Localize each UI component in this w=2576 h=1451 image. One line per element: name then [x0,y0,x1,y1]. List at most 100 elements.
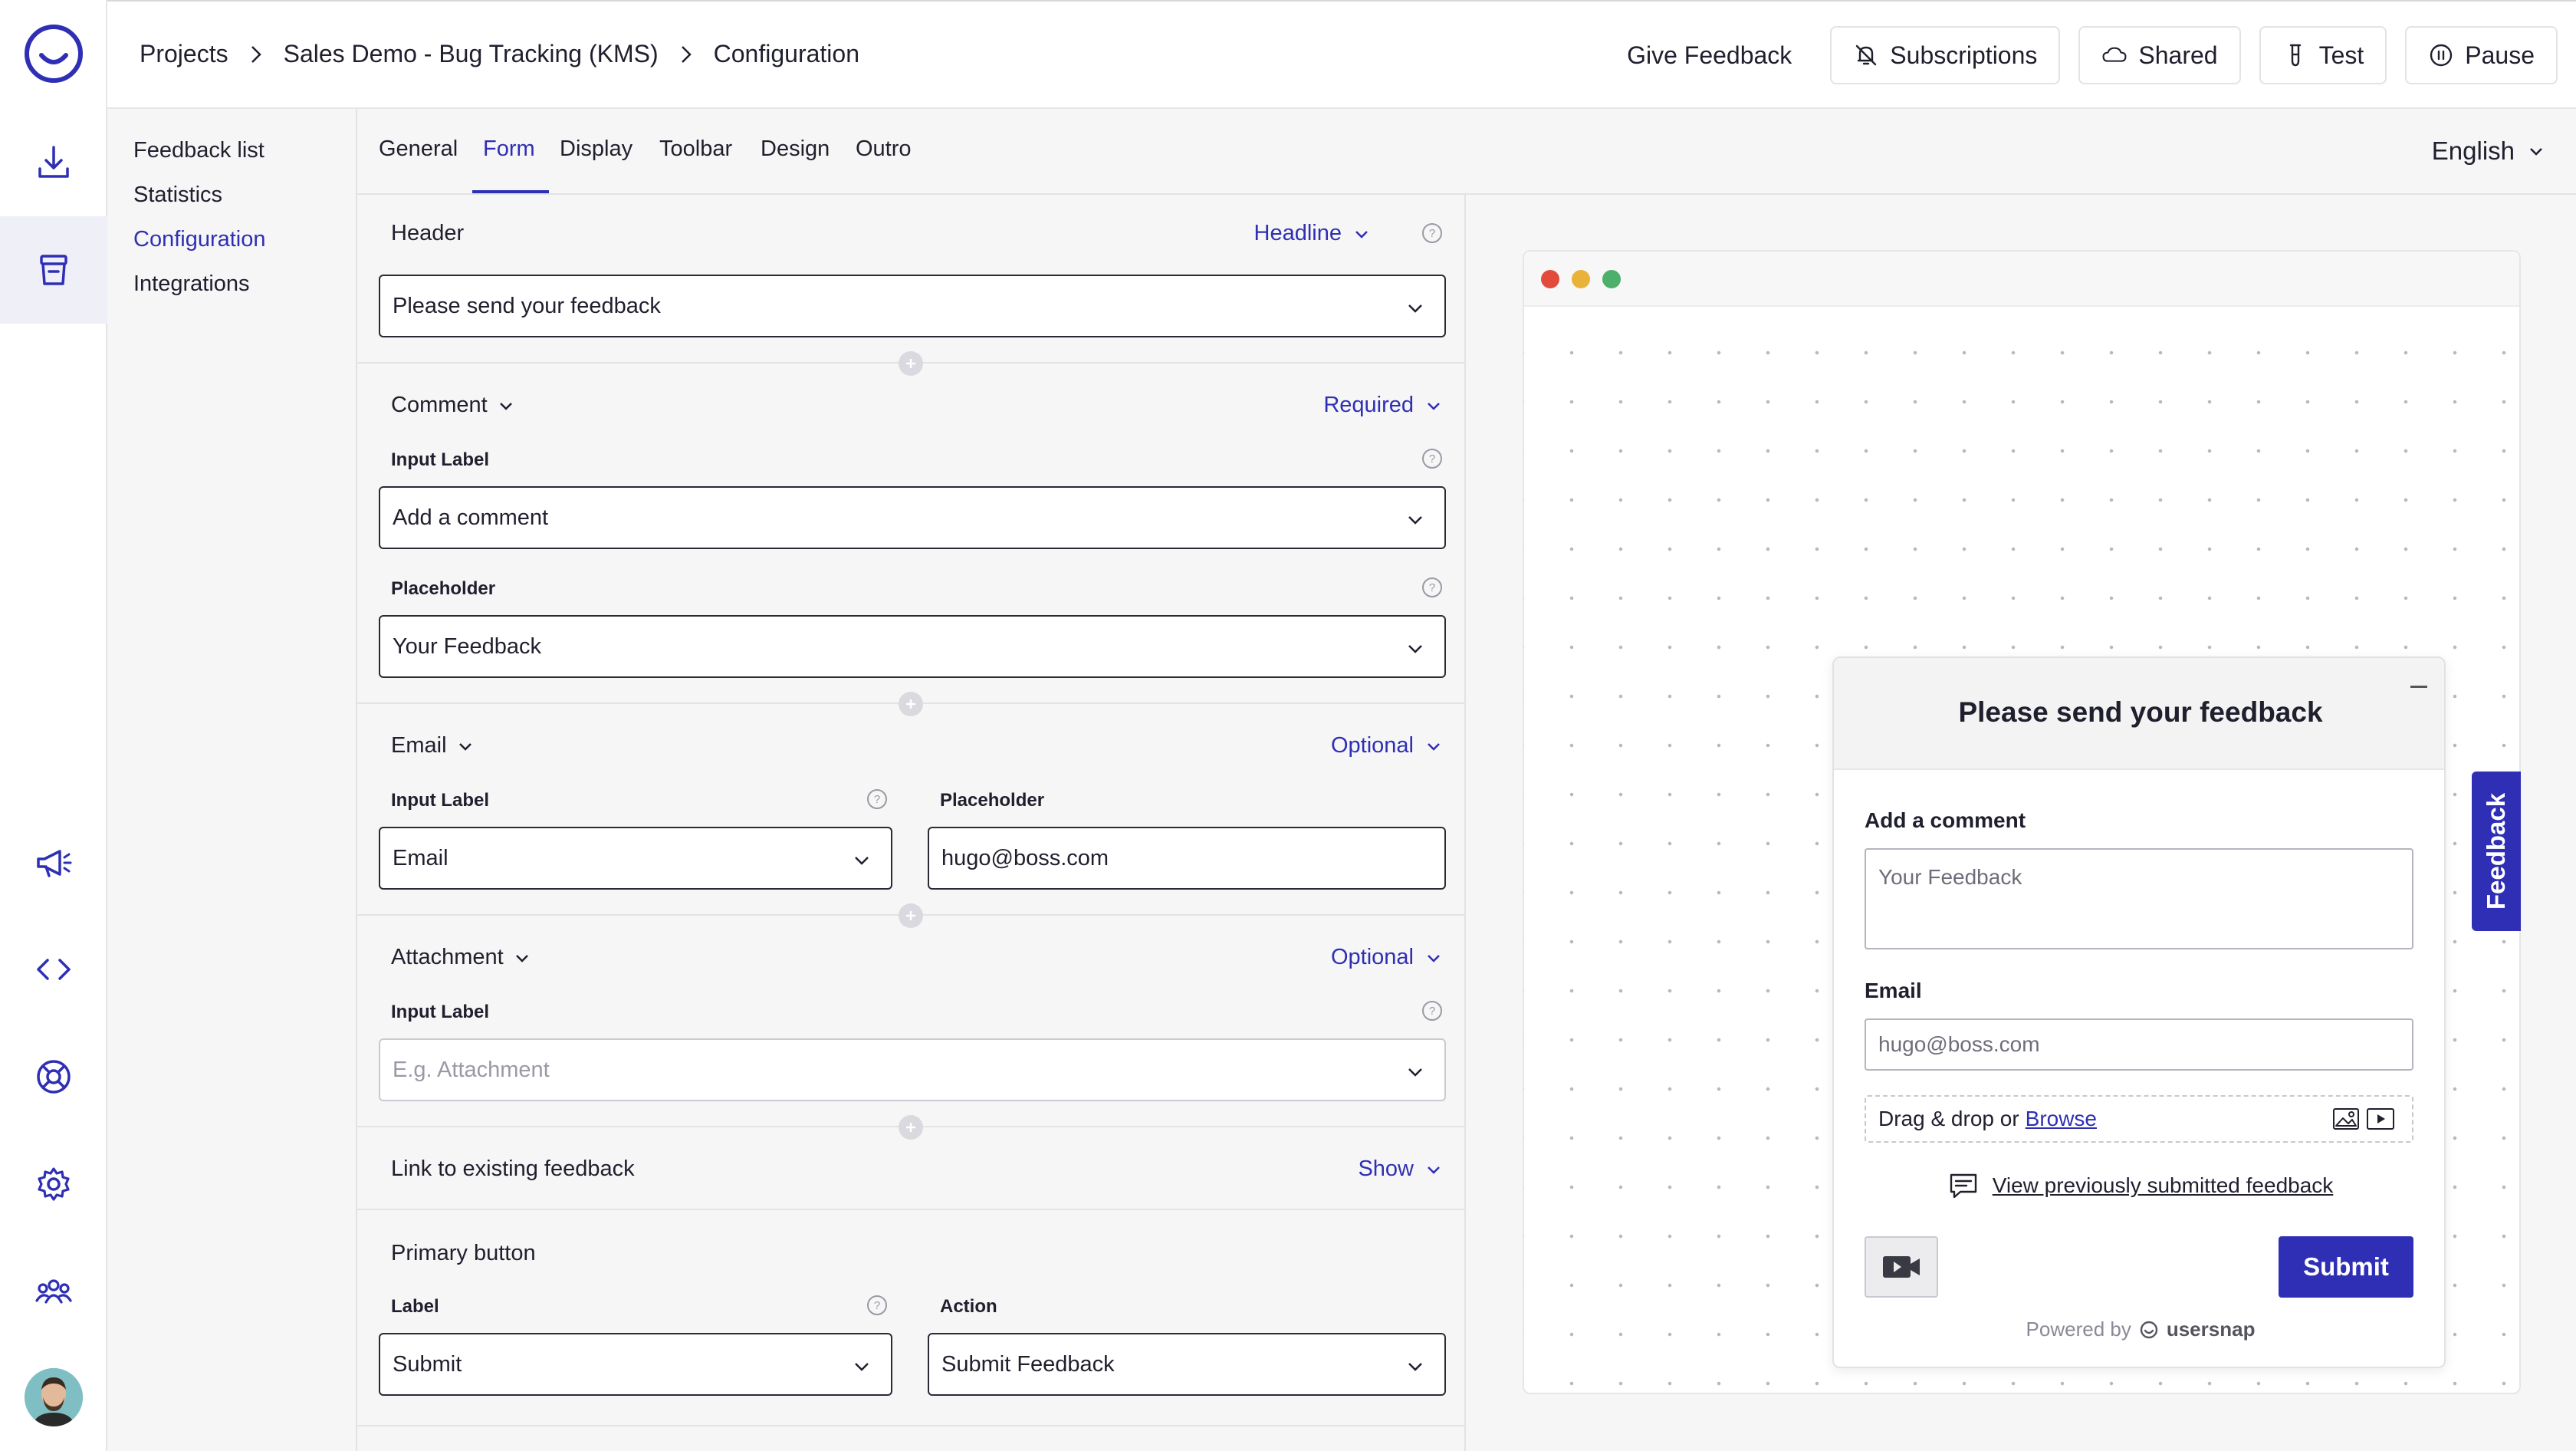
window-close-dot [1541,270,1559,288]
email-input-label-select[interactable]: Email [379,827,892,890]
widget-view-previous[interactable]: View previously submitted feedback [1834,1170,2444,1201]
subscriptions-button[interactable]: Subscriptions [1830,26,2061,84]
breadcrumb-project[interactable]: Sales Demo - Bug Tracking (KMS) [283,40,659,67]
plus-icon [906,699,915,709]
video-icon[interactable] [2366,1107,2395,1130]
comment-placeholder-select[interactable]: Your Feedback [379,615,1446,678]
plus-icon [906,1123,915,1132]
help-icon[interactable]: ? [866,1295,888,1316]
tab-display[interactable]: Display [560,137,633,161]
give-feedback-link[interactable]: Give Feedback [1627,41,1792,69]
help-icon[interactable]: ? [866,788,888,810]
app-logo-icon[interactable] [23,23,84,84]
image-icon[interactable] [2332,1107,2360,1130]
widget-comment-input[interactable]: Your Feedback [1865,848,2413,949]
svg-text:?: ? [1429,581,1435,594]
minimize-icon[interactable] [2410,686,2427,688]
attachment-mode-select[interactable]: Optional [1331,945,1443,970]
rail-announcements[interactable] [0,808,107,916]
comment-section: Comment Required Input Label ? Add a com… [357,364,1466,704]
code-icon [37,959,71,980]
tab-general[interactable]: General [379,137,458,161]
user-avatar[interactable] [25,1368,83,1426]
primary-button-label-title: Label [391,1296,439,1317]
widget-dropzone[interactable]: Drag & drop or Browse [1865,1095,2413,1143]
pause-button[interactable]: Pause [2405,26,2558,84]
comment-section-toggle[interactable]: Comment [391,393,515,418]
feedback-widget: Please send your feedback Add a comment … [1832,656,2446,1368]
chevron-right-icon [251,45,261,63]
rail-settings[interactable] [0,1130,107,1238]
link-existing-mode-select[interactable]: Show [1358,1157,1443,1182]
subnav-statistics[interactable]: Statistics [133,183,223,207]
email-section-toggle[interactable]: Email [391,733,475,758]
primary-button-action-select[interactable]: Submit Feedback [928,1333,1446,1396]
cloud-icon [2102,47,2127,62]
help-icon[interactable]: ? [1421,448,1443,469]
help-icon[interactable]: ? [1421,1000,1443,1022]
attachment-section-toggle[interactable]: Attachment [391,945,531,970]
chevron-down-icon [1355,230,1368,239]
tab-outro[interactable]: Outro [856,137,912,161]
comment-placeholder-value: Your Feedback [393,633,542,659]
tab-form[interactable]: Form [483,137,535,161]
widget-browse-link[interactable]: Browse [2025,1107,2098,1130]
gear-icon [38,1167,70,1201]
comment-input-label-select[interactable]: Add a comment [379,486,1446,549]
window-minimize-dot [1572,270,1590,288]
tab-toolbar[interactable]: Toolbar [659,137,733,161]
chevron-down-icon [1408,516,1422,525]
shared-button[interactable]: Shared [2078,26,2241,84]
rail-code[interactable] [0,916,107,1023]
header-value-select[interactable]: Please send your feedback [379,275,1446,337]
test-label: Test [2318,41,2364,69]
powered-by-text: Powered by [2026,1318,2131,1341]
test-button[interactable]: Test [2259,26,2387,84]
add-field-button[interactable] [899,692,923,716]
widget-record-video-button[interactable] [1865,1236,1938,1298]
language-select[interactable]: English [2432,137,2545,166]
email-mode-select[interactable]: Optional [1331,733,1443,758]
chevron-down-icon [2530,148,2542,156]
widget-email-input[interactable]: hugo@boss.com [1865,1018,2413,1071]
breadcrumb-projects[interactable]: Projects [140,40,228,67]
subnav-integrations[interactable]: Integrations [133,271,250,296]
widget-title: Please send your feedback [1958,696,2323,728]
add-field-button[interactable] [899,351,923,376]
rail-download[interactable] [0,109,107,216]
header-mode-select[interactable]: Headline [1254,221,1371,246]
chevron-right-icon [681,45,692,63]
svg-text:?: ? [874,1299,880,1312]
add-field-button[interactable] [899,903,923,928]
comment-mode-select[interactable]: Required [1323,393,1443,418]
email-placeholder-input[interactable]: hugo@boss.com [928,827,1446,890]
help-icon[interactable]: ? [1421,577,1443,598]
primary-button-label-select[interactable]: Submit [379,1333,892,1396]
help-icon[interactable]: ? [1421,222,1443,244]
powered-by-brand: usersnap [2166,1318,2256,1341]
attachment-input-label-select[interactable]: E.g. Attachment [379,1038,1446,1101]
link-existing-title: Link to existing feedback [391,1157,635,1181]
subnav-feedback-list[interactable]: Feedback list [133,138,264,163]
chevron-down-icon [1408,1068,1422,1077]
top-actions: Give Feedback Subscriptions Shared Test [1627,26,2558,84]
rail-team[interactable] [0,1238,107,1345]
chevron-down-icon [515,954,528,962]
widget-email-placeholder: hugo@boss.com [1878,1032,2040,1056]
widget-email-label: Email [1865,979,1922,1002]
rail-projects[interactable] [0,216,107,324]
tab-design[interactable]: Design [761,137,830,161]
attachment-section: Attachment Optional Input Label ? E.g. A… [357,916,1466,1127]
feedback-side-tab-label: Feedback [2482,792,2510,910]
svg-text:?: ? [1429,227,1435,240]
widget-submit-button[interactable]: Submit [2279,1236,2413,1298]
email-placeholder-value: hugo@boss.com [941,845,1109,870]
attachment-input-label-title: Input Label [391,1002,489,1022]
subnav-configuration[interactable]: Configuration [133,227,266,252]
comment-mode-label: Required [1323,393,1414,417]
email-placeholder-title: Placeholder [940,790,1045,811]
rail-help[interactable] [0,1023,107,1130]
attachment-input-label-placeholder: E.g. Attachment [393,1057,550,1082]
feedback-side-tab[interactable]: Feedback [2472,772,2521,931]
add-field-button[interactable] [899,1115,923,1140]
